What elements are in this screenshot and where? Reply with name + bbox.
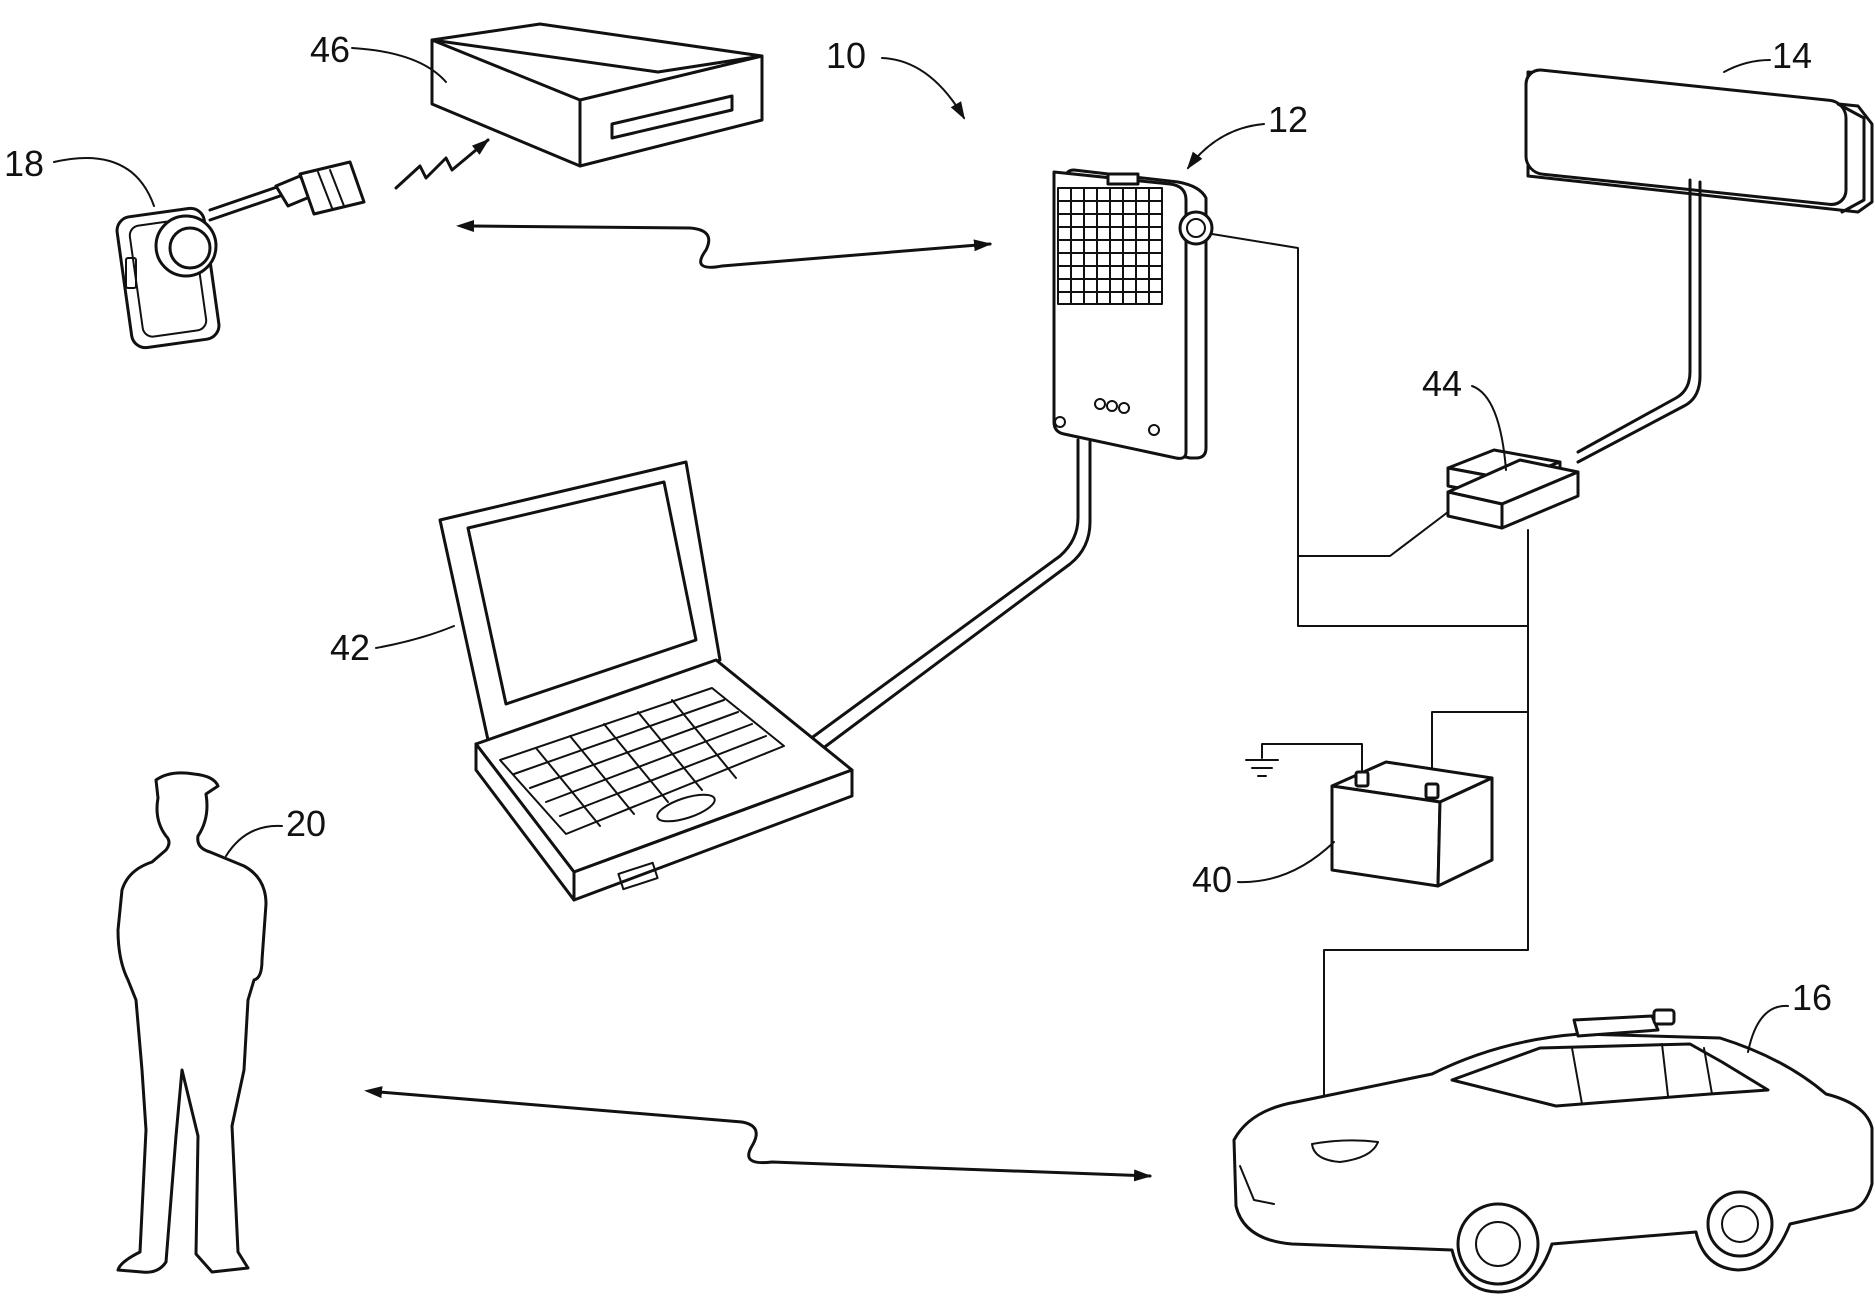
- ref-label-44: 44: [1422, 363, 1462, 404]
- ref-label-16: 16: [1792, 977, 1832, 1018]
- wire-junction-to-bus: [1298, 512, 1448, 556]
- leader-line-10: [882, 58, 964, 118]
- leader-line-42: [376, 626, 454, 648]
- leader-line-20: [226, 826, 282, 856]
- wireless-link-officer-vehicle: [380, 1092, 1150, 1176]
- laptop: [440, 462, 852, 900]
- lightning-link-icon: [396, 140, 488, 188]
- ref-label-42: 42: [330, 627, 370, 668]
- leader-line-12: [1188, 124, 1264, 168]
- ref-label-18: 18: [4, 143, 44, 184]
- leader-line-14: [1724, 60, 1770, 72]
- leader-line-40: [1238, 842, 1334, 882]
- leader-line-18: [54, 158, 154, 206]
- ground-symbol-icon: [1246, 760, 1278, 776]
- ref-label-14: 14: [1772, 35, 1812, 76]
- ref-label-20: 20: [286, 803, 326, 844]
- leader-line-16: [1748, 1006, 1788, 1052]
- body-camera: [115, 162, 364, 349]
- ref-label-40: 40: [1192, 859, 1232, 900]
- battery: [1332, 762, 1492, 886]
- ref-label-10: 10: [826, 35, 866, 76]
- wire-dvr-to-bus: [1212, 234, 1528, 626]
- cable-dvr-to-laptop: [818, 442, 1090, 752]
- dvr-unit: [1054, 170, 1212, 458]
- wireless-link-camera-dvr: [472, 226, 990, 267]
- ref-label-12: 12: [1268, 99, 1308, 140]
- wire-battery-ground: [1262, 744, 1362, 780]
- cable-dvr-to-laptop: [806, 440, 1078, 742]
- police-vehicle: [1234, 1010, 1872, 1292]
- ref-label-46: 46: [310, 29, 350, 70]
- junction-box: [1448, 450, 1578, 528]
- officer-silhouette: [118, 773, 266, 1272]
